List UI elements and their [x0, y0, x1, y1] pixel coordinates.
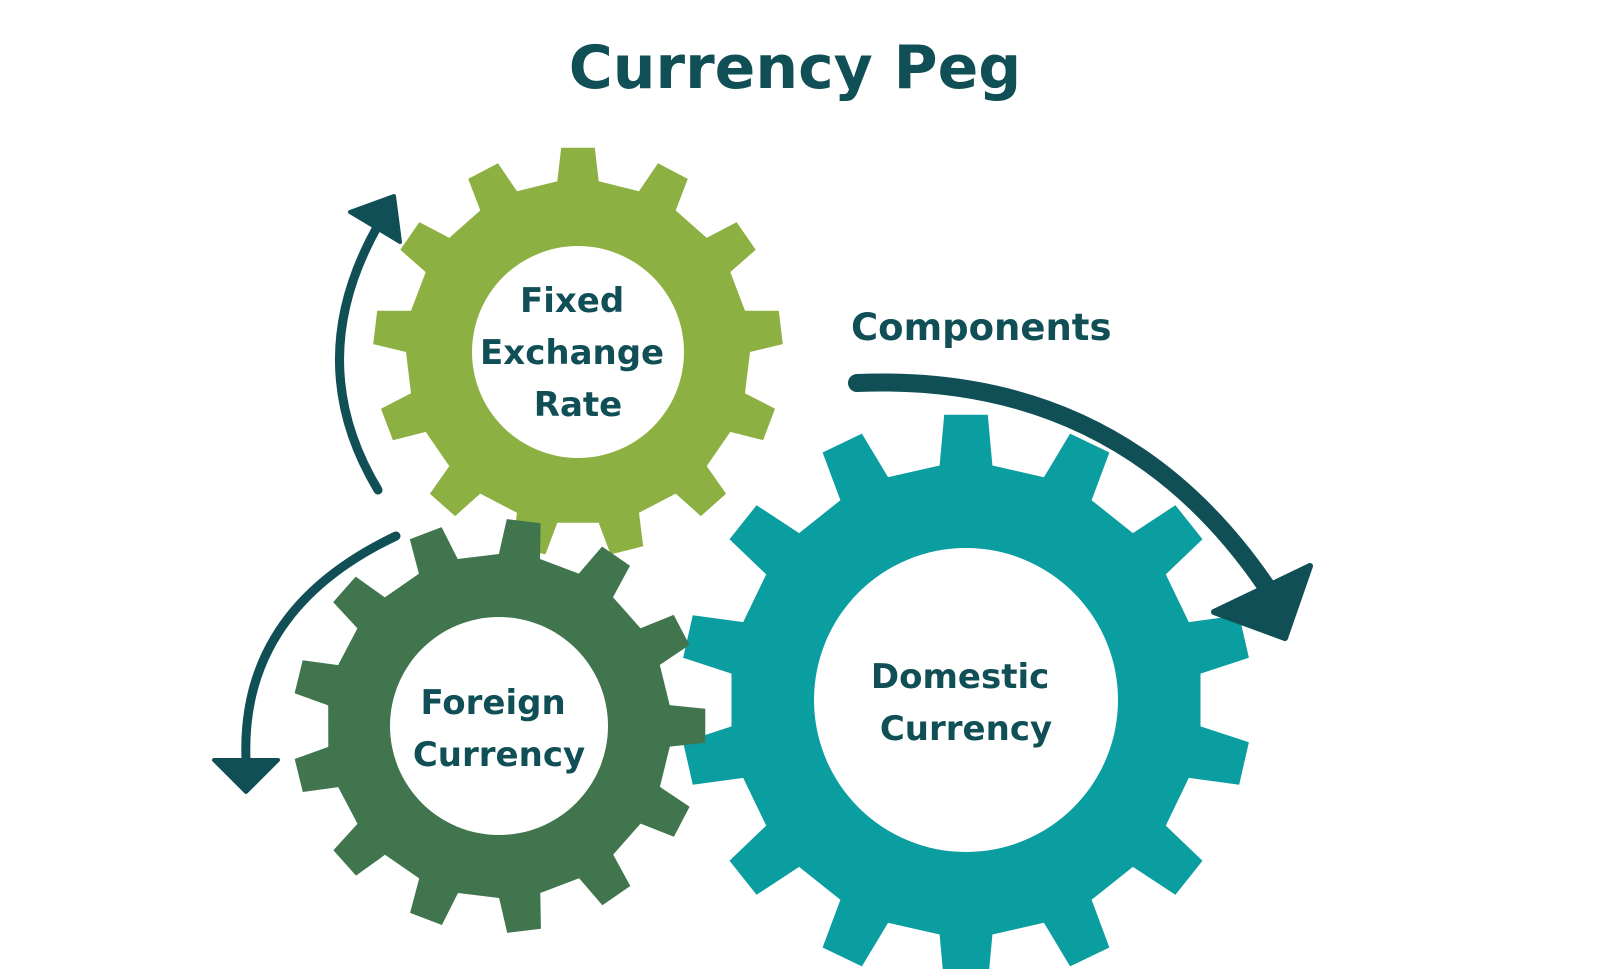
foreign-gear-hub	[390, 617, 608, 835]
arrow-up-left-shaft	[335, 217, 385, 495]
domestic-gear-label: Domestic Currency	[871, 657, 1061, 749]
fixed-label-line-1: Fixed	[520, 281, 624, 321]
arrow-down-left-shaft	[241, 531, 401, 765]
components-label: Components	[851, 306, 1112, 349]
fixed-label-line-3: Rate	[534, 385, 622, 425]
arrow-components	[848, 373, 1313, 641]
foreign-label-line-1: Foreign	[420, 683, 565, 723]
domestic-label-line-1: Domestic	[871, 657, 1049, 697]
domestic-gear-hub	[814, 548, 1118, 852]
arrow-components-head-icon	[1211, 563, 1313, 641]
diagram-title: Currency Peg	[569, 33, 1022, 103]
arrow-down-left	[212, 531, 401, 794]
fixed-exchange-gear-hub	[472, 246, 684, 458]
arrow-up-left	[335, 194, 402, 495]
domestic-label-line-2: Currency	[880, 709, 1052, 749]
arrow-up-left-head-icon	[348, 194, 402, 244]
gear-fixed-exchange-rate: Fixed Exchange Rate	[373, 147, 783, 555]
fixed-label-line-2: Exchange	[480, 333, 664, 373]
arrow-down-left-head-icon	[212, 758, 280, 794]
arrow-components-shaft	[848, 373, 1275, 595]
foreign-gear-label: Foreign Currency	[413, 683, 585, 775]
gear-domestic-currency: Domestic Currency	[683, 414, 1249, 969]
foreign-label-line-2: Currency	[413, 735, 585, 775]
gear-foreign-currency: Foreign Currency	[294, 519, 706, 933]
fixed-exchange-gear-label: Fixed Exchange Rate	[480, 281, 676, 425]
